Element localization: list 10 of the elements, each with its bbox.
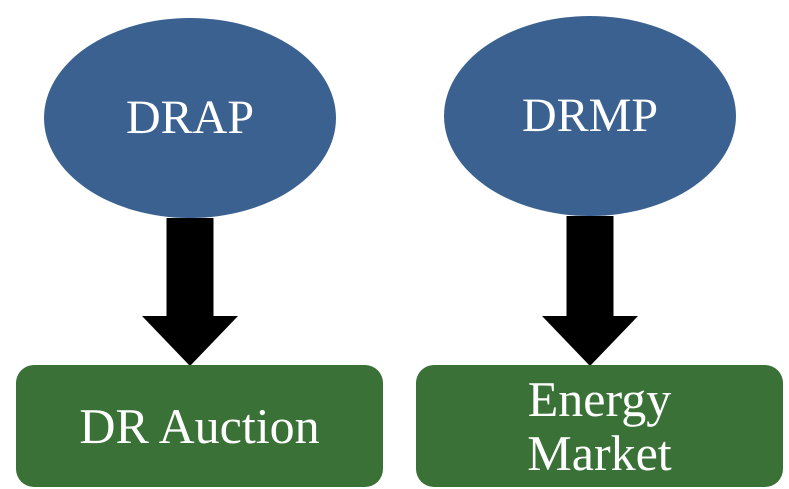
node-label: Energy Market [526, 372, 673, 480]
process-box [16, 365, 383, 487]
node-label: DR Auction [79, 399, 320, 453]
node-label: DRMP [522, 90, 658, 142]
arrow [142, 218, 238, 366]
node-label: DRAP [126, 92, 254, 144]
ellipse-node [44, 18, 336, 218]
ellipse-node [444, 16, 736, 216]
process-box [416, 365, 783, 487]
arrow [542, 216, 638, 366]
